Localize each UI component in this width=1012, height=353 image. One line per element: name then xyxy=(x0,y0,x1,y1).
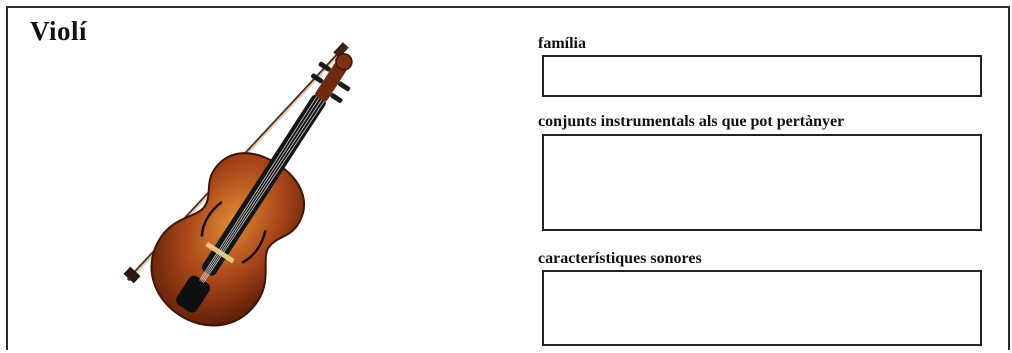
violin-with-bow-icon xyxy=(123,42,353,327)
worksheet: Violí xyxy=(6,6,1010,350)
familia-field[interactable] xyxy=(542,55,982,97)
page-title: Violí xyxy=(30,16,88,46)
caracteristiques-sonores-field[interactable] xyxy=(542,270,982,346)
caracteristiques-sonores-label: característiques sonores xyxy=(538,250,702,267)
violin xyxy=(150,53,353,327)
familia-label: família xyxy=(538,35,586,52)
conjunts-instrumentals-label: conjunts instrumentals als que pot pertà… xyxy=(538,113,845,130)
conjunts-instrumentals-field[interactable] xyxy=(542,134,982,231)
